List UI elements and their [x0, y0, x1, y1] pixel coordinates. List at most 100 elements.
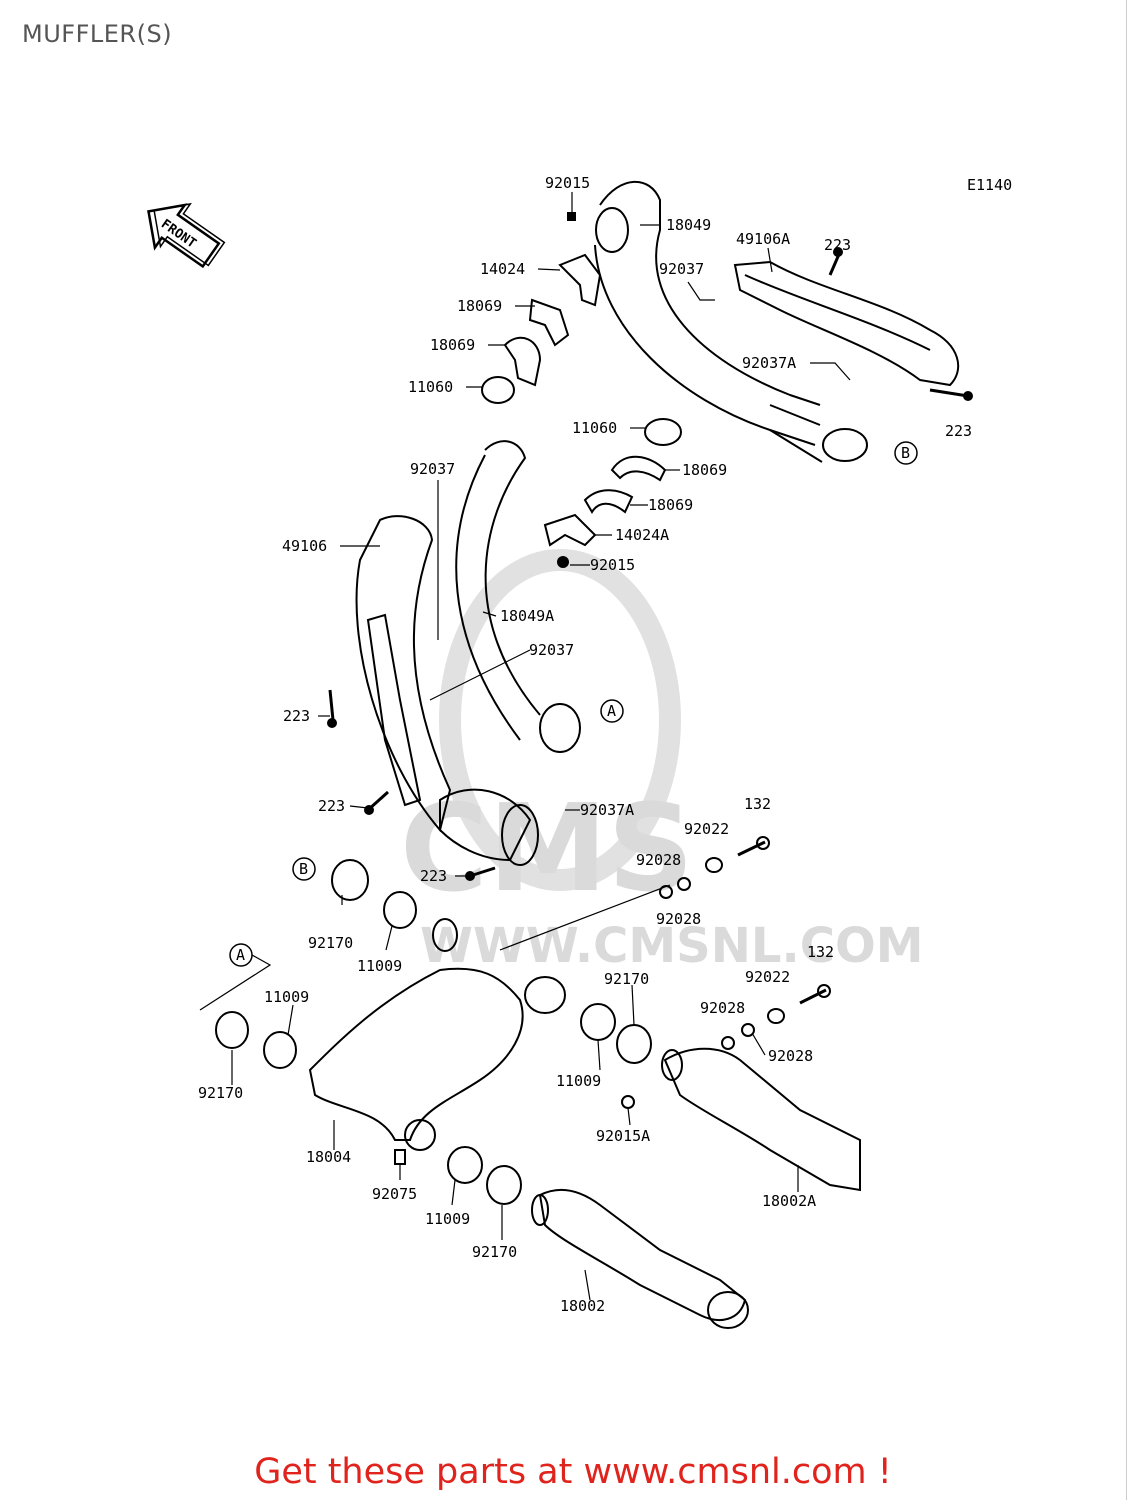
label-18069: 18069 — [682, 461, 727, 479]
label-18049A: 18049A — [500, 607, 554, 625]
bolt-223-a — [828, 247, 843, 276]
gasket-11009-c — [580, 1003, 616, 1041]
label-132: 132 — [744, 795, 771, 813]
label-92075: 92075 — [372, 1185, 417, 1203]
label-92015: 92015 — [590, 556, 635, 574]
label-92170: 92170 — [198, 1084, 243, 1102]
bolt-223-b — [929, 388, 973, 401]
label-92015: 92015 — [545, 174, 590, 192]
label-11060: 11060 — [408, 378, 453, 396]
label-18069: 18069 — [430, 336, 475, 354]
gasket-11009-d — [447, 1146, 483, 1184]
label-14024A: 14024A — [615, 526, 669, 544]
clamp-92170-c — [616, 1024, 652, 1064]
nut-92015-b — [557, 556, 569, 568]
label-92022: 92022 — [684, 820, 729, 838]
label-18004: 18004 — [306, 1148, 351, 1166]
exhaust-pipe-18049 — [594, 180, 868, 463]
label-92022: 92022 — [745, 968, 790, 986]
bolt-132-b — [799, 984, 831, 1005]
label-92037: 92037 — [529, 641, 574, 659]
label-14024: 14024 — [480, 260, 525, 278]
label-92037A: 92037A — [580, 801, 634, 819]
label-18049: 18049 — [666, 216, 711, 234]
gasket-11009-b — [263, 1031, 297, 1069]
svg-text:A: A — [607, 702, 616, 720]
label-223: 223 — [945, 422, 972, 440]
ref-bubble-b-top: B — [894, 441, 918, 465]
clamp-92170-d — [486, 1165, 522, 1205]
bolt-223-d — [364, 790, 390, 815]
diagram-code: E1140 — [967, 176, 1012, 194]
label-132: 132 — [807, 943, 834, 961]
label-92028: 92028 — [656, 910, 701, 928]
front-arrow-icon: FRONT — [147, 202, 226, 269]
nut-92028-b — [677, 877, 691, 891]
muffler-18002A — [661, 1047, 861, 1192]
gasket-11009-a — [383, 891, 417, 929]
leader-lines — [199, 192, 851, 1301]
label-223: 223 — [824, 236, 851, 254]
label-18069: 18069 — [457, 297, 502, 315]
label-92037: 92037 — [659, 260, 704, 278]
heat-cover-49106A — [733, 260, 960, 387]
gasket-11060-b — [644, 418, 682, 446]
label-11009: 11009 — [556, 1072, 601, 1090]
muffler-18002 — [531, 1188, 749, 1329]
exhaust-pipe-18049A — [455, 440, 581, 753]
ref-bubble-a-mid: A — [600, 699, 624, 723]
label-11009: 11009 — [425, 1210, 470, 1228]
nut-92015A — [621, 1095, 635, 1109]
label-92170: 92170 — [308, 934, 353, 952]
pre-muffler-chamber-18004 — [308, 918, 566, 1151]
clamp-14024 — [558, 212, 602, 307]
label-18002A: 18002A — [762, 1192, 816, 1210]
ref-bubble-b-low: B — [292, 857, 316, 881]
bolt-223-c — [327, 689, 337, 728]
label-223: 223 — [420, 867, 447, 885]
heat-cover-49106 — [355, 515, 452, 833]
flange-18069-a — [528, 298, 570, 347]
svg-text:B: B — [901, 444, 910, 462]
label-11009: 11009 — [264, 988, 309, 1006]
flange-18069-b — [503, 336, 542, 387]
label-92037A: 92037A — [742, 354, 796, 372]
page-title: MUFFLER(S) — [22, 20, 173, 48]
flange-18069-d — [583, 489, 634, 514]
label-11009: 11009 — [357, 957, 402, 975]
nut-92015-top — [567, 212, 576, 221]
svg-text:B: B — [299, 860, 308, 878]
part-labels: 92015 18049 49106A 223 14024 18069 92037… — [198, 174, 972, 1315]
clamp-14024A — [543, 513, 597, 547]
gasket-11060-a — [481, 376, 515, 404]
label-223: 223 — [318, 797, 345, 815]
label-92028: 92028 — [768, 1047, 813, 1065]
label-223: 223 — [283, 707, 310, 725]
label-92170: 92170 — [604, 970, 649, 988]
label-92170: 92170 — [472, 1243, 517, 1261]
page-edge-rule — [1126, 0, 1127, 1500]
clamp-92170-b — [215, 1011, 249, 1049]
label-18069: 18069 — [648, 496, 693, 514]
svg-text:A: A — [236, 946, 245, 964]
get-parts-link[interactable]: Get these parts at www.cmsnl.com ! — [254, 1452, 892, 1492]
flange-18069-c — [610, 455, 667, 482]
nut-92028-c — [721, 1036, 735, 1050]
washer-92022-a — [705, 857, 723, 873]
bolt-132-a — [737, 836, 770, 857]
label-49106: 49106 — [282, 537, 327, 555]
header-collector — [439, 788, 539, 866]
label-92028: 92028 — [700, 999, 745, 1017]
label-49106A: 49106A — [736, 230, 790, 248]
plug-92075 — [394, 1149, 406, 1165]
label-92015A: 92015A — [596, 1127, 650, 1145]
label-18002: 18002 — [560, 1297, 605, 1315]
label-92037: 92037 — [410, 460, 455, 478]
watermark-url: WWW.CMSNL.COM — [420, 918, 924, 974]
label-92028: 92028 — [636, 851, 681, 869]
clamp-92170-a — [331, 859, 369, 901]
nut-92028-d — [741, 1023, 755, 1037]
label-11060: 11060 — [572, 419, 617, 437]
ref-bubble-a-low: A — [229, 943, 253, 967]
